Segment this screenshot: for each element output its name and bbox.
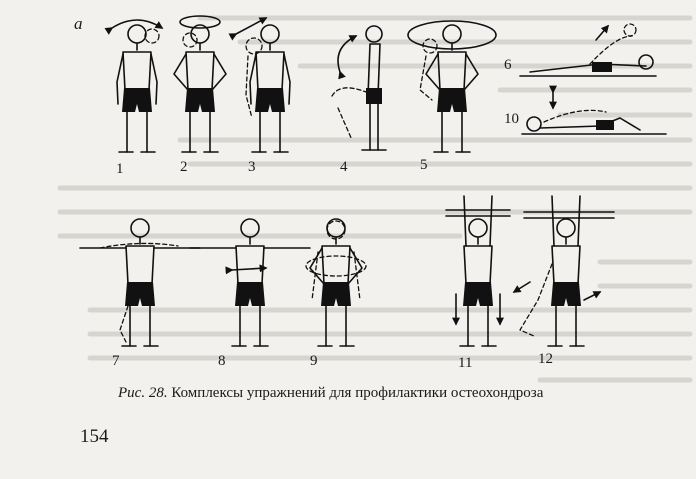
exercise-number-5: 5	[420, 157, 428, 173]
exercise-number-6: 6	[504, 57, 512, 73]
exercise-figure-6	[519, 23, 657, 77]
exercise-number-1: 1	[116, 161, 124, 177]
exercise-figure-5	[407, 20, 497, 153]
figure-caption-text: Комплексы упражнений для профилактики ос…	[171, 385, 544, 401]
exercise-figure-7	[79, 218, 201, 347]
exercise-figure-4	[331, 25, 387, 151]
figure-panel-label: а	[74, 14, 83, 33]
exercise-number-10: 10	[504, 111, 519, 127]
figure-caption-prefix: Рис. 28.	[118, 385, 168, 401]
exercise-figure-1	[104, 19, 164, 153]
exercise-figure-11	[445, 195, 511, 347]
exercise-number-2: 2	[180, 159, 188, 175]
exercise-number-3: 3	[248, 159, 256, 175]
exercise-figure-3	[228, 17, 291, 153]
exercise-figure-9	[305, 218, 367, 347]
exercise-number-9: 9	[310, 353, 318, 369]
exercise-number-4: 4	[340, 159, 348, 175]
figure-caption: Рис. 28. Комплексы упражнений для профил…	[118, 385, 543, 402]
exercise-figure-2	[173, 15, 227, 153]
exercise-number-8: 8	[218, 353, 226, 369]
exercise-figure-10	[521, 85, 667, 135]
exercise-number-11: 11	[458, 355, 473, 371]
page-number: 154	[80, 426, 109, 447]
exercise-number-12: 12	[538, 351, 553, 367]
exercise-figure-12	[512, 195, 615, 347]
exercise-figure-8	[189, 218, 311, 347]
exercise-number-7: 7	[112, 353, 120, 369]
